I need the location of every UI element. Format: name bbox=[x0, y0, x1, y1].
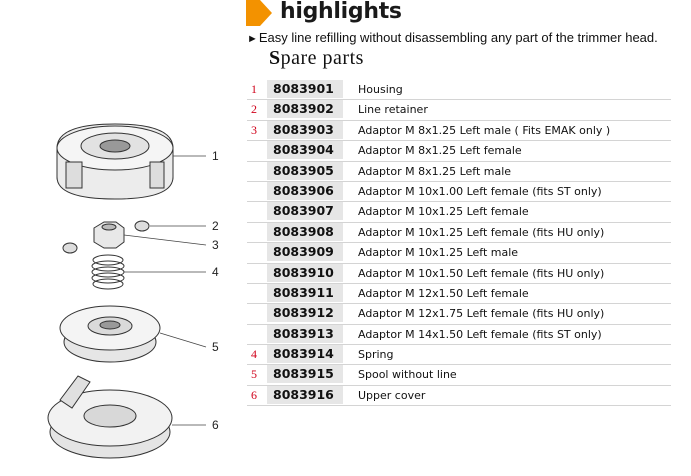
part-description: Adaptor M 10x1.50 Left female (fits HU o… bbox=[358, 266, 605, 280]
part-index: 2 bbox=[251, 102, 257, 117]
part-code: 8083901 bbox=[267, 80, 343, 98]
callout-lines bbox=[123, 155, 207, 426]
part-index: 4 bbox=[251, 347, 257, 362]
table-row: 5 8083915 Spool without line bbox=[247, 365, 671, 386]
part-description: Adaptor M 14x1.50 Left female (fits ST o… bbox=[358, 327, 602, 341]
table-row: 8083908 Adaptor M 10x1.25 Left female (fi… bbox=[247, 222, 671, 244]
part-code: 8083904 bbox=[267, 141, 343, 160]
part-description: Housing bbox=[358, 83, 403, 96]
table-row: 3 8083903 Adaptor M 8x1.25 Left male ( Fit… bbox=[247, 120, 671, 142]
table-row: 1 8083901 Housing bbox=[247, 80, 671, 101]
upper-cover-part bbox=[47, 375, 173, 459]
part-index: 1 bbox=[251, 82, 257, 96]
part-index: 5 bbox=[251, 367, 257, 382]
spare-parts-title: Spare parts bbox=[269, 47, 364, 69]
table-row: 8083911 Adaptor M 12x1.50 Left female bbox=[247, 283, 671, 305]
part-index: 3 bbox=[251, 122, 257, 137]
part-description: Adaptor M 10x1.25 Left male bbox=[358, 246, 519, 260]
part-code: 8083907 bbox=[267, 202, 343, 221]
part-description: Line retainer bbox=[358, 103, 428, 117]
part-code: 8083902 bbox=[267, 100, 343, 119]
part-description: Upper cover bbox=[358, 388, 426, 402]
part-code: 8083913 bbox=[267, 324, 343, 343]
part-description: Adaptor M 10x1.25 Left female bbox=[358, 205, 529, 219]
part-code: 8083905 bbox=[267, 161, 343, 180]
callout-3: 3 bbox=[212, 238, 219, 252]
highlights-title: highlights bbox=[280, 0, 402, 24]
part-description: Adaptor M 10x1.00 Left female (fits ST o… bbox=[358, 184, 602, 198]
part-description: Adaptor M 8x1.25 Left male ( Fits EMAK o… bbox=[358, 123, 611, 137]
part-code: 8083916 bbox=[267, 385, 343, 404]
spool-part bbox=[59, 305, 161, 363]
table-row: 4 8083914 Spring bbox=[247, 345, 671, 366]
line-retainer-part bbox=[62, 220, 150, 254]
part-code: 8083910 bbox=[267, 263, 343, 282]
table-row: 8083912 Adaptor M 12x1.75 Left female (fi… bbox=[247, 304, 671, 325]
part-code: 8083911 bbox=[267, 283, 343, 302]
part-description: Spool without line bbox=[358, 368, 457, 382]
table-row: 2 8083902 Line retainer bbox=[247, 100, 671, 121]
table-row: 8083906 Adaptor M 10x1.00 Left female (fi… bbox=[247, 181, 671, 203]
adaptor-part bbox=[93, 221, 125, 249]
part-description: Adaptor M 10x1.25 Left female (fits HU o… bbox=[358, 225, 605, 239]
part-description: Adaptor M 12x1.50 Left female bbox=[358, 286, 529, 300]
part-code: 8083914 bbox=[267, 345, 343, 364]
part-code: 8083903 bbox=[267, 120, 343, 139]
table-row: 8083907 Adaptor M 10x1.25 Left female bbox=[247, 202, 671, 223]
table-row: 8083909 Adaptor M 10x1.25 Left male bbox=[247, 243, 671, 264]
table-row: 6 8083916 Upper cover bbox=[247, 385, 671, 407]
table-row: 8083913 Adaptor M 14x1.50 Left female (fi… bbox=[247, 324, 671, 346]
part-code: 8083915 bbox=[267, 365, 343, 384]
table-row: 8083904 Adaptor M 8x1.25 Left female bbox=[247, 141, 671, 162]
highlight-bullet: ►Easy line refilling without disassembli… bbox=[247, 30, 658, 45]
spare-parts-table: 1 8083901 Housing 2 8083902 Line retainer 3 808… bbox=[247, 80, 671, 407]
callout-5: 5 bbox=[212, 340, 219, 354]
callout-4: 4 bbox=[212, 265, 219, 279]
exploded-view-diagram: 1 2 3 4 5 6 bbox=[47, 123, 219, 459]
highlights-header: highlights bbox=[244, 0, 684, 28]
part-code: 8083912 bbox=[267, 304, 343, 323]
part-index: 6 bbox=[251, 387, 257, 402]
part-description: Adaptor M 8x1.25 Left female bbox=[358, 144, 522, 158]
part-description: Adaptor M 8x1.25 Left male bbox=[358, 164, 512, 178]
part-code: 8083908 bbox=[267, 222, 343, 241]
part-code: 8083909 bbox=[267, 243, 343, 262]
part-description: Adaptor M 12x1.75 Left female (fits HU o… bbox=[358, 307, 605, 321]
bullet-triangle-icon: ► bbox=[247, 33, 258, 45]
callout-1: 1 bbox=[212, 149, 219, 163]
highlight-text: Easy line refilling without disassemblin… bbox=[258, 30, 658, 45]
housing-part bbox=[56, 123, 174, 200]
part-description: Spring bbox=[358, 348, 394, 362]
callout-6: 6 bbox=[212, 418, 219, 432]
orange-arrow-icon bbox=[246, 0, 272, 26]
table-row: 8083905 Adaptor M 8x1.25 Left male bbox=[247, 161, 671, 182]
callout-2: 2 bbox=[212, 219, 219, 233]
part-code: 8083906 bbox=[267, 181, 343, 200]
table-row: 8083910 Adaptor M 10x1.50 Left female (fi… bbox=[247, 263, 671, 284]
spring-part bbox=[91, 254, 125, 290]
